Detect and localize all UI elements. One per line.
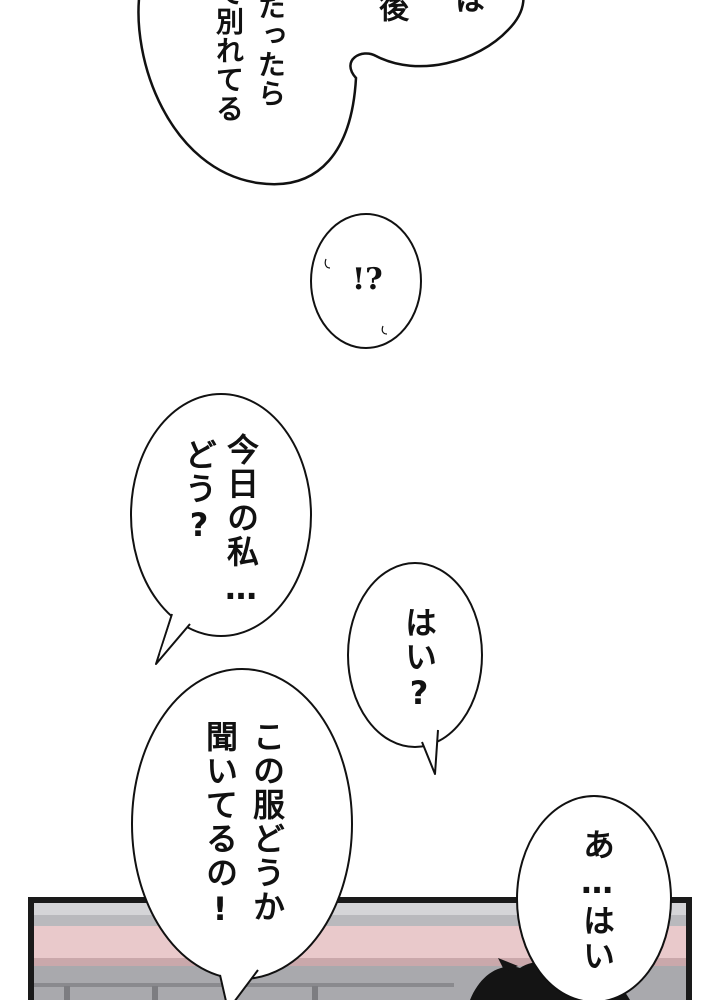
speech-bubble-clothes-tail-cover: [222, 968, 254, 1000]
sweat-drop-icon: [324, 258, 331, 269]
bubble-exclaim-text: !?: [352, 262, 383, 297]
speech-bubble-today-tail-cover: [160, 612, 188, 654]
speech-bubble-clothes: [131, 668, 353, 1000]
speech-bubble-hai-tail-cover: [423, 734, 436, 764]
bubble-clothes-line2: 聞いてるの!: [201, 720, 239, 930]
speech-bubble-exclaim-outline: [310, 213, 422, 349]
bubble-top-fragment-b: は: [444, 0, 488, 14]
scene-post: [64, 986, 70, 1000]
bubble-top-fragment-a: 後: [373, 0, 408, 22]
bubble-top-line2: で別れてる: [212, 0, 245, 123]
sweat-drop-icon: [381, 325, 388, 335]
bubble-today-line2: どう?: [180, 438, 218, 546]
scene-post: [152, 986, 158, 1000]
speech-bubble-ah: [516, 795, 672, 1000]
bubble-clothes-line1: この服どうか: [248, 720, 286, 924]
speech-bubble-hai: [347, 562, 483, 775]
speech-bubble-top: [137, 0, 525, 186]
scene-post: [312, 986, 318, 1000]
speech-bubble-top-outline: [137, 0, 525, 186]
speech-bubble-exclaim: [310, 213, 422, 349]
speech-bubble-today-outline: [130, 393, 312, 637]
bubble-ah-text: あ…はい: [578, 828, 616, 974]
speech-bubble-ah-outline: [516, 795, 672, 1000]
speech-bubble-today: [130, 393, 312, 665]
bubble-hai-text: はい?: [400, 606, 438, 714]
bubble-top-line1: たったら: [254, 0, 287, 108]
scene-pink-stripe-shade: [34, 958, 686, 966]
speech-bubble-hai-outline: [347, 562, 483, 748]
character-hair-strand: [498, 958, 518, 972]
bubble-today-line1: 今日の私…: [222, 433, 260, 609]
